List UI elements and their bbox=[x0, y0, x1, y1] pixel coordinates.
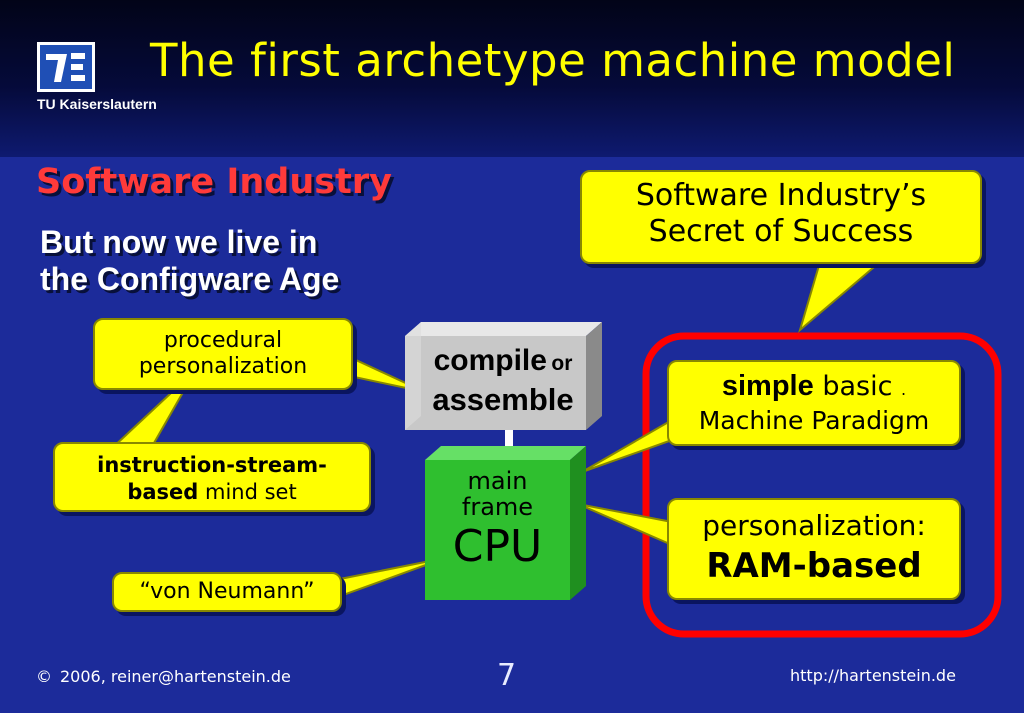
ram-based-text: RAM-based bbox=[706, 546, 922, 586]
section-heading: Software Industry bbox=[36, 162, 392, 202]
instruction-callout: instruction-stream- based mind set bbox=[53, 442, 371, 512]
instruction-rest: mind set bbox=[204, 480, 297, 504]
machine-paradigm-text: Machine Paradigm bbox=[698, 406, 930, 435]
paradigm-frame bbox=[642, 332, 1002, 638]
secret-line-1: Software Industry’s bbox=[635, 178, 927, 213]
secret-callout-tail bbox=[798, 261, 883, 333]
main-word: main bbox=[467, 467, 528, 495]
or-word: or bbox=[551, 352, 573, 375]
flow-arrow bbox=[505, 430, 513, 450]
ram-callout: personalization: RAM-based bbox=[667, 498, 961, 600]
intro-line-2: the Configware Age bbox=[40, 261, 340, 297]
intro-text: But now we live in the Configware Age bbox=[40, 224, 339, 298]
instruction-bold-1: instruction-stream- bbox=[97, 453, 327, 477]
logo-label: TU Kaiserslautern bbox=[37, 96, 157, 112]
compile-word: compile bbox=[433, 344, 547, 377]
von-neumann-label: “von Neumann” bbox=[139, 579, 315, 604]
secret-callout: Software Industry’s Secret of Success bbox=[580, 170, 982, 264]
simple-bold: simple bbox=[721, 370, 814, 402]
cpu-word: CPU bbox=[452, 521, 543, 572]
basic-word: basic bbox=[822, 371, 893, 402]
procedural-callout: procedural personalization bbox=[93, 318, 353, 390]
personalization-text: personalization: bbox=[702, 509, 926, 542]
page-number: 7 bbox=[497, 658, 517, 693]
cpu-label: main frame CPU bbox=[425, 468, 570, 574]
personalization-callout-tail bbox=[577, 503, 673, 547]
footer-email: 2006, reiner@hartenstein.de bbox=[60, 667, 291, 686]
frame-word: frame bbox=[461, 493, 534, 521]
von-neumann-callout: “von Neumann” bbox=[112, 572, 342, 612]
compile-label: compile or assemble bbox=[405, 344, 601, 417]
compile-block bbox=[405, 322, 602, 430]
assemble-word: assemble bbox=[432, 382, 574, 417]
footer-url: http://hartenstein.de bbox=[790, 666, 956, 685]
copyright-symbol: © bbox=[36, 667, 52, 686]
procedural-line-2: personalization bbox=[138, 354, 308, 379]
slide-title: The first archetype machine model bbox=[150, 34, 956, 87]
instruction-callout-tail bbox=[107, 379, 192, 451]
cpu-block bbox=[425, 446, 586, 600]
instruction-bold-2: based bbox=[127, 480, 199, 504]
tu-logo-icon bbox=[37, 42, 95, 92]
procedural-line-1: procedural bbox=[163, 328, 283, 353]
header-band bbox=[0, 0, 1024, 157]
intro-line-1: But now we live in bbox=[40, 224, 318, 260]
simple-callout-tail bbox=[581, 418, 673, 473]
paradigm-callout: simple basic . Machine Paradigm bbox=[667, 360, 961, 446]
secret-line-2: Secret of Success bbox=[648, 214, 914, 249]
simple-dot: . bbox=[901, 380, 907, 399]
